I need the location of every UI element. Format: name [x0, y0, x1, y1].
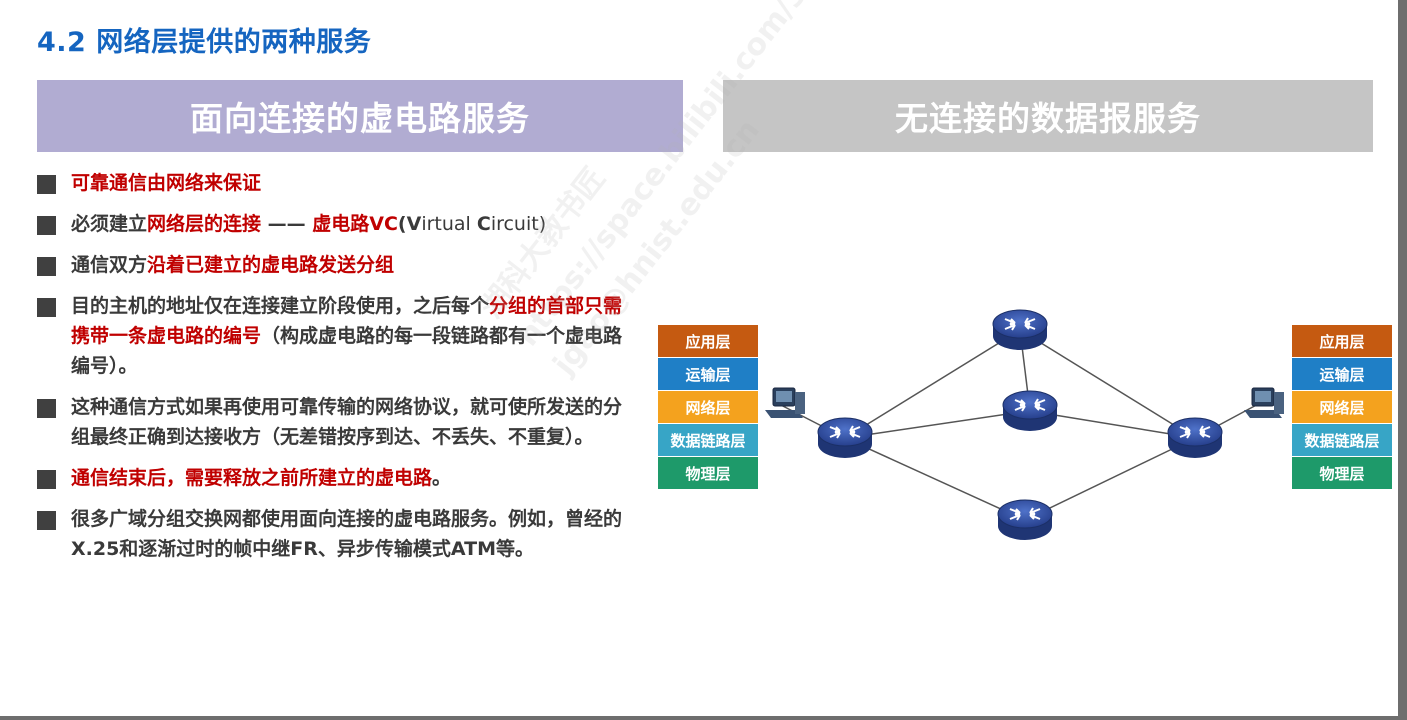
bullet-text: —— — [261, 213, 313, 235]
panel-header-virtual-circuit: 面向连接的虚电路服务 — [37, 80, 683, 152]
bullet-item: 这种通信方式如果再使用可靠传输的网络协议，就可使所发送的分组最终正确到达接收方（… — [37, 392, 631, 452]
bullet-text: 目的主机的地址仅在连接建立阶段使用，之后每个 — [71, 295, 490, 317]
square-bullet-icon — [37, 470, 56, 489]
bullet-text: C — [476, 213, 491, 235]
bullet-text: 。 — [432, 467, 452, 489]
square-bullet-icon — [37, 216, 56, 235]
protocol-stack-right: 应用层 运输层 网络层 数据链路层 物理层 — [1292, 325, 1392, 490]
layer-transport: 运输层 — [1292, 358, 1392, 390]
square-bullet-icon — [37, 399, 56, 418]
layer-physical: 物理层 — [1292, 457, 1392, 489]
layer-data-link: 数据链路层 — [1292, 424, 1392, 456]
bullet-highlight: 网络层的连接 — [147, 213, 262, 235]
layer-network: 网络层 — [1292, 391, 1392, 423]
layer-data-link: 数据链路层 — [658, 424, 758, 456]
bullet-text: 可靠通信由网络来保证 — [71, 172, 262, 194]
protocol-stack-left: 应用层 运输层 网络层 数据链路层 物理层 — [658, 325, 758, 490]
bullet-item: 可靠通信由网络来保证 — [37, 168, 677, 198]
bullet-item: 必须建立网络层的连接 —— 虚电路VC(Virtual Circuit) — [37, 209, 677, 239]
router-icon — [1167, 417, 1223, 459]
layer-transport: 运输层 — [658, 358, 758, 390]
layer-physical: 物理层 — [658, 457, 758, 489]
bullet-text: 通信双方 — [71, 254, 148, 276]
bullet-item: 通信结束后，需要释放之前所建立的虚电路。 — [37, 463, 677, 493]
bullet-text: 必须建立 — [71, 213, 148, 235]
bullet-item: 很多广域分组交换网都使用面向连接的虚电路服务。例如，曾经的X.25和逐渐过时的帧… — [37, 504, 641, 564]
slide-title: 4.2 网络层提供的两种服务 — [37, 27, 372, 58]
bullet-highlight: 沿着已建立的虚电路发送分组 — [147, 254, 395, 276]
bullet-item: 目的主机的地址仅在连接建立阶段使用，之后每个分组的首部只需携带一条虚电路的编号（… — [37, 291, 631, 381]
bullet-text: （构成虚电路的每一段链路都有一个虚电路编号）。 — [71, 325, 623, 377]
computer-icon — [764, 387, 806, 419]
layer-application: 应用层 — [658, 325, 758, 357]
layer-network: 网络层 — [658, 391, 758, 423]
router-icon — [1002, 390, 1058, 432]
bullet-text: 这种通信方式如果再使用可靠传输的网络协议，就可使所发送的分组最终正确到达接收方（… — [71, 396, 623, 448]
bullet-text: ircuit) — [490, 213, 547, 235]
computer-icon — [1243, 387, 1285, 419]
bullet-text: 很多广域分组交换网都使用面向连接的虚电路服务。例如，曾经的X.25和逐渐过时的帧… — [71, 508, 623, 560]
square-bullet-icon — [37, 298, 56, 317]
layer-application: 应用层 — [1292, 325, 1392, 357]
router-icon — [817, 417, 873, 459]
bullet-item: 通信双方沿着已建立的虚电路发送分组 — [37, 250, 677, 280]
bullet-list: 可靠通信由网络来保证 必须建立网络层的连接 —— 虚电路VC(Virtual C… — [37, 168, 677, 575]
bullet-highlight: 分组的首部只需携带一条虚电路的编号 — [71, 295, 623, 347]
square-bullet-icon — [37, 175, 56, 194]
square-bullet-icon — [37, 257, 56, 276]
bullet-highlight: 虚电路VC — [312, 213, 398, 235]
bullet-text: irtual — [421, 213, 477, 235]
bullet-highlight: 通信结束后，需要释放之前所建立的虚电路 — [71, 467, 433, 489]
bullet-text: (V — [397, 213, 422, 235]
router-icon — [997, 499, 1053, 541]
router-icon — [992, 309, 1048, 351]
square-bullet-icon — [37, 511, 56, 530]
panel-header-datagram: 无连接的数据报服务 — [723, 80, 1373, 152]
